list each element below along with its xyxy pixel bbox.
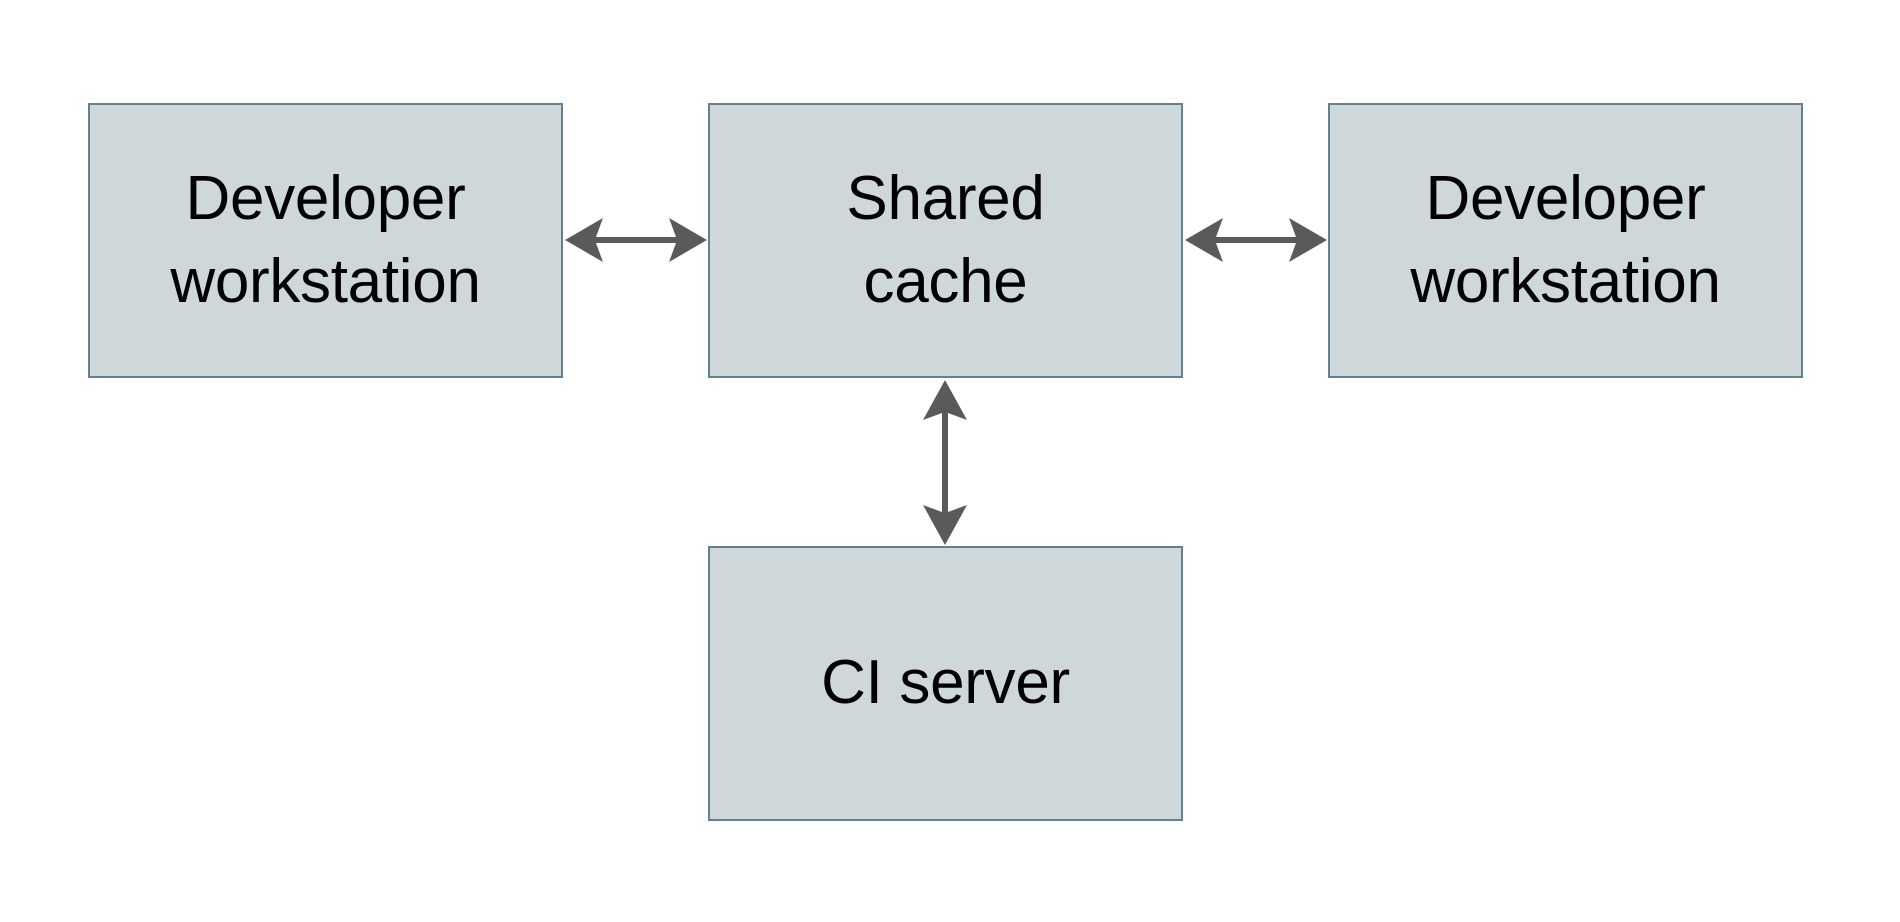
edge-shared-cache-right-workstation [1183, 206, 1329, 274]
node-shared-cache[interactable]: Shared cache [708, 103, 1183, 378]
node-label: Developer workstation [170, 164, 481, 316]
edge-left-workstation-shared-cache [563, 206, 709, 274]
node-developer-workstation-right[interactable]: Developer workstation [1328, 103, 1803, 378]
node-label: Developer workstation [1410, 164, 1721, 316]
double-arrow-vertical-icon [923, 380, 967, 545]
node-label: Shared cache [846, 164, 1045, 316]
double-arrow-horizontal-icon [1185, 218, 1327, 262]
double-arrow-horizontal-icon [565, 218, 707, 262]
node-developer-workstation-left[interactable]: Developer workstation [88, 103, 563, 378]
node-label: CI server [821, 648, 1070, 718]
node-ci-server[interactable]: CI server [708, 546, 1183, 821]
edge-shared-cache-ci-server [911, 378, 979, 547]
